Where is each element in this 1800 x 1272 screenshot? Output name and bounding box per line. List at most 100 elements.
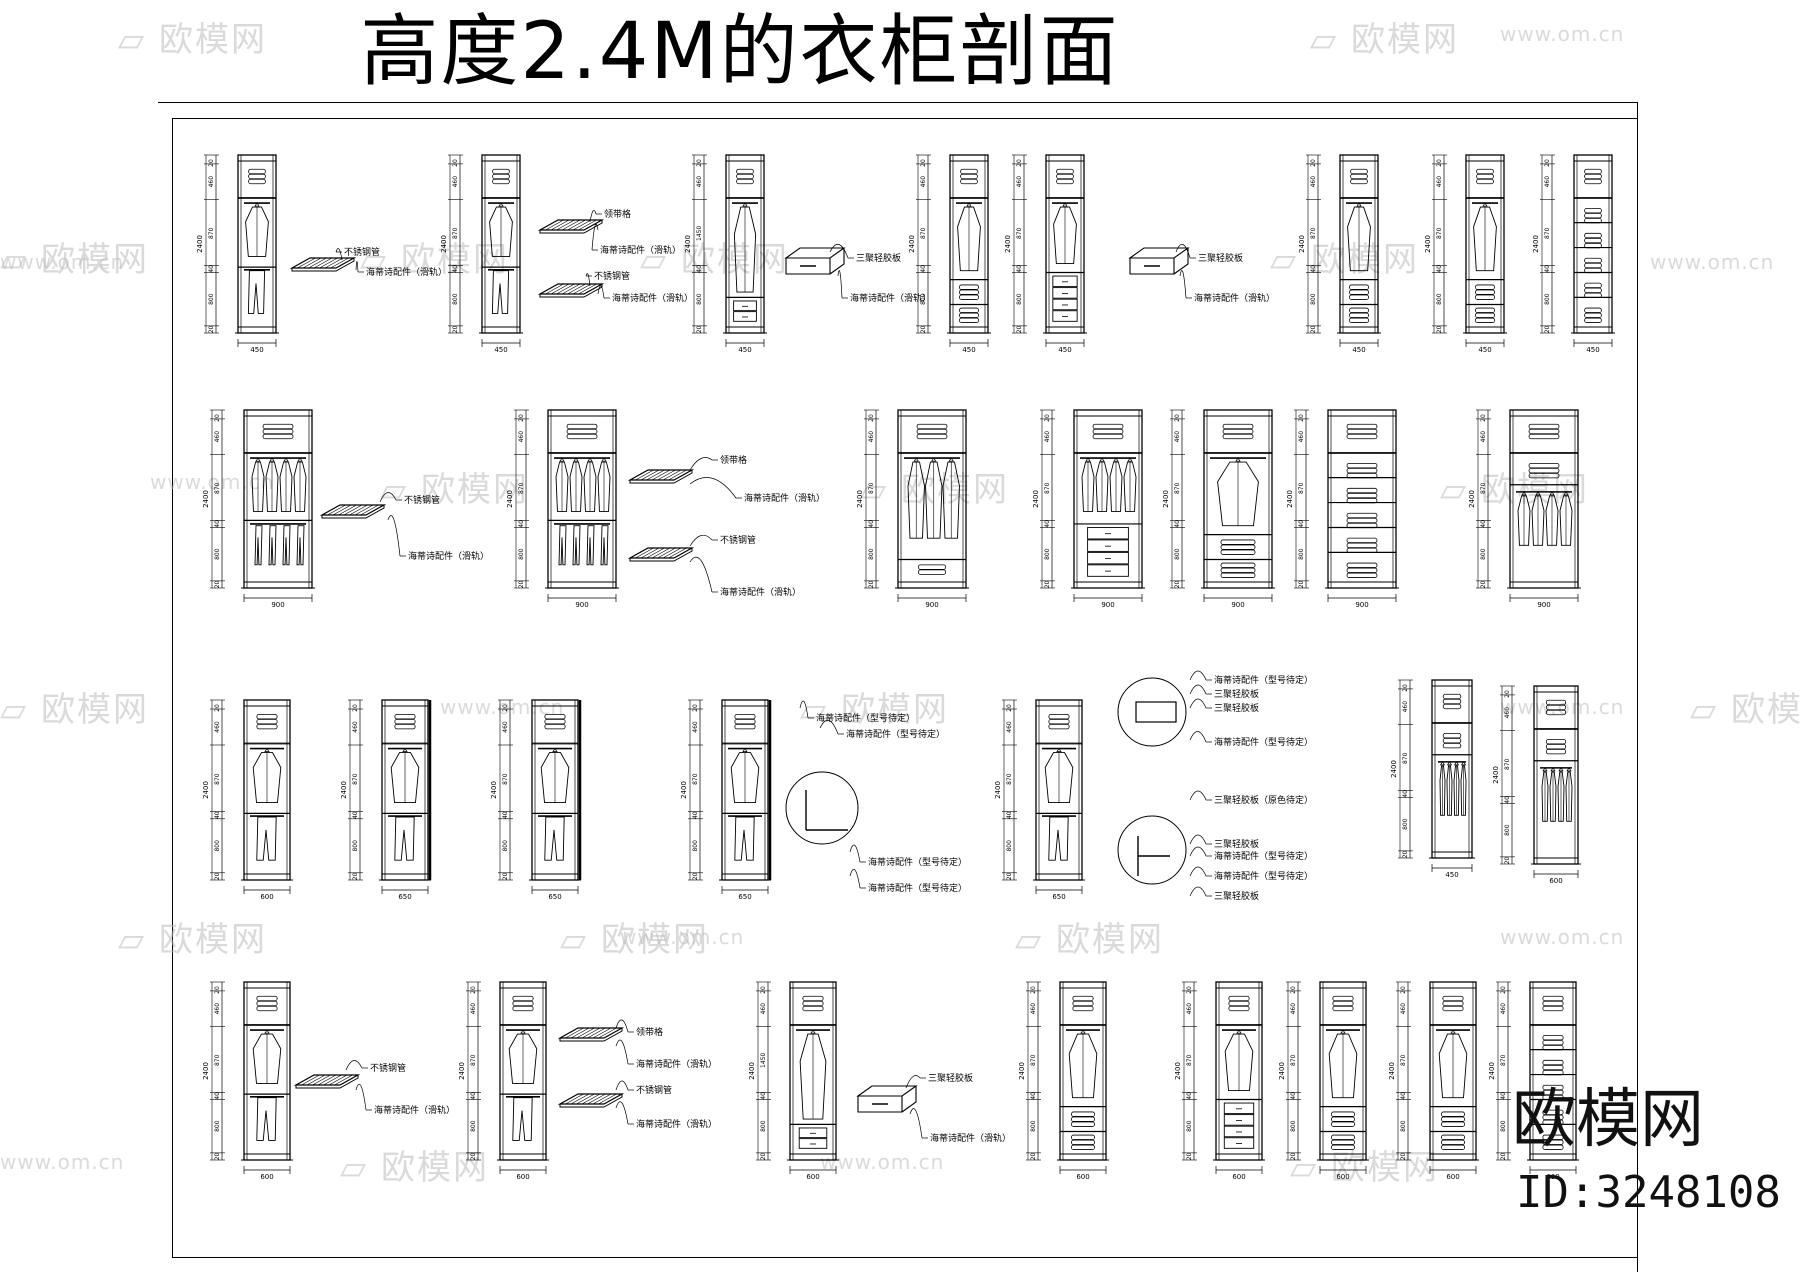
- callout-h: 海蒂诗配件（型号待定）: [1189, 866, 1313, 882]
- folded-layer: [1442, 693, 1462, 700]
- model-id-label: ID:3248108: [1516, 1167, 1781, 1218]
- folded-clothes-icon: [1332, 995, 1354, 1012]
- hanging-coat-icon: [1473, 202, 1497, 272]
- dimension-total: 2400: [196, 235, 204, 253]
- folded-layer: [1476, 178, 1494, 185]
- dimension-base: 20: [1504, 856, 1511, 864]
- callout-label: 海蒂诗配件（型号待定）: [816, 712, 915, 724]
- dimension-bottom: 800: [1030, 1120, 1037, 1132]
- coat-body: [1224, 1033, 1254, 1092]
- hanger: [1453, 761, 1460, 766]
- folded-layer: [1350, 173, 1368, 180]
- leader-line: [1179, 270, 1187, 299]
- folded-layer: [1071, 1121, 1095, 1127]
- folded-layer: [1220, 562, 1256, 568]
- tray-bar: [570, 1093, 590, 1105]
- folded-layer: [1056, 168, 1074, 175]
- folded-layer: [1528, 462, 1560, 469]
- callout: 海蒂诗配件（滑轨）: [909, 1108, 1011, 1144]
- watermark-url: www.om.cn: [620, 925, 745, 949]
- folded-layer: [544, 719, 566, 725]
- callout: 海蒂诗配件（滑轨）: [355, 261, 447, 278]
- coat-body: [1095, 461, 1109, 512]
- tray-bar: [570, 1027, 590, 1039]
- dimension-base: 20: [760, 1152, 767, 1160]
- dimension-shelf: 460: [1290, 1003, 1297, 1015]
- leader-line: [355, 261, 359, 273]
- hanging-coat-icon: [1438, 1029, 1468, 1099]
- dimension-top: 20: [1400, 986, 1407, 994]
- dimension-width: 650: [1052, 893, 1065, 901]
- callout: 海蒂诗配件（滑轨）: [387, 515, 489, 562]
- cabinet-outline: [1573, 154, 1613, 334]
- dimension-shelf: 460: [1298, 431, 1305, 443]
- hanging-coat-icon: [907, 457, 925, 539]
- dimension-total: 2400: [1298, 235, 1306, 253]
- watermark-url: www.om.cn: [1650, 250, 1775, 274]
- folded-clothes-icon: [1584, 232, 1602, 249]
- dimension-rail: 40: [1044, 520, 1051, 528]
- tray-bar: [576, 1027, 595, 1039]
- folded-layer: [262, 433, 294, 440]
- hanging-pants-icon: [734, 816, 755, 861]
- leader-line: [1189, 670, 1207, 681]
- watermark-text: ▱ 欧模网: [118, 20, 267, 60]
- tray-bar: [572, 283, 592, 295]
- dimension-width: 600: [1546, 1173, 1559, 1181]
- dimension-base: 20: [1500, 1152, 1507, 1160]
- dimension-total: 2400: [1488, 1062, 1496, 1080]
- folded-clothes-icon: [1584, 168, 1602, 185]
- dimension-width: 900: [1231, 601, 1244, 609]
- pants-body: [247, 270, 266, 314]
- hanging-coat-icon: [730, 747, 760, 804]
- dimension-total: 2400: [506, 490, 514, 508]
- callout-label: 不锈钢管: [636, 1084, 672, 1096]
- dimension-width: 450: [1445, 871, 1458, 879]
- dimension-bottom: 800: [696, 293, 703, 305]
- dimension-shelf: 460: [760, 1003, 767, 1015]
- tray-bar: [646, 547, 665, 559]
- tray-bar: [657, 469, 676, 481]
- dimension-top: 20: [214, 704, 221, 712]
- folded-layer: [1071, 1134, 1095, 1140]
- pants-body: [512, 1097, 533, 1141]
- leader-line: [585, 273, 591, 287]
- folded-clothes-icon: [960, 168, 978, 185]
- folded-layer: [1584, 173, 1602, 180]
- dimension-base: 20: [1016, 325, 1023, 333]
- hanger: [402, 747, 408, 752]
- folded-layer: [1475, 294, 1495, 300]
- drawing-title: 高度2.4M的衣柜剖面: [360, 7, 1120, 97]
- watermark-url: www.om.cn: [0, 250, 125, 274]
- folded-clothes-icon: [1350, 168, 1368, 185]
- hanging-coat-icon: [540, 747, 570, 804]
- watermark-text: ▱ 欧模网: [1270, 240, 1419, 280]
- folded-layer: [1542, 1059, 1564, 1066]
- folded-clothes-icon: [916, 423, 948, 440]
- callout: 海蒂诗配件（滑轨）: [355, 1084, 455, 1116]
- pullout-trouser-rack-icon: [627, 547, 695, 562]
- dimension-shelf: 460: [352, 721, 359, 733]
- folded-clothes-icon: [1441, 1134, 1465, 1150]
- folded-layer: [1442, 743, 1462, 749]
- callout-label: 三聚轻胶板: [1214, 890, 1259, 902]
- cabinet-outline: [243, 409, 313, 589]
- dimension-rail: 40: [1030, 1092, 1037, 1100]
- folded-clothes-icon: [492, 168, 510, 185]
- dimension-total: 2400: [1278, 1062, 1286, 1080]
- dimension-total: 2400: [1162, 490, 1170, 508]
- drawer-box-icon: [856, 1085, 918, 1113]
- dimension-hang: 870: [214, 1054, 221, 1066]
- folded-layer: [1542, 1040, 1564, 1046]
- dimension-total: 2400: [1286, 490, 1294, 508]
- folded-clothes-icon: [1442, 995, 1464, 1012]
- folded-clothes-icon: [1442, 693, 1462, 710]
- folded-clothes-icon: [544, 714, 566, 730]
- dimension-rail: 40: [518, 520, 525, 528]
- dimension-base: 20: [1186, 1152, 1193, 1160]
- hanging-coat-icon: [252, 747, 282, 804]
- folded-layer: [1475, 317, 1495, 323]
- callout-label: 海蒂诗配件（滑轨）: [930, 1132, 1011, 1144]
- watermark-url: www.om.cn: [0, 1150, 125, 1174]
